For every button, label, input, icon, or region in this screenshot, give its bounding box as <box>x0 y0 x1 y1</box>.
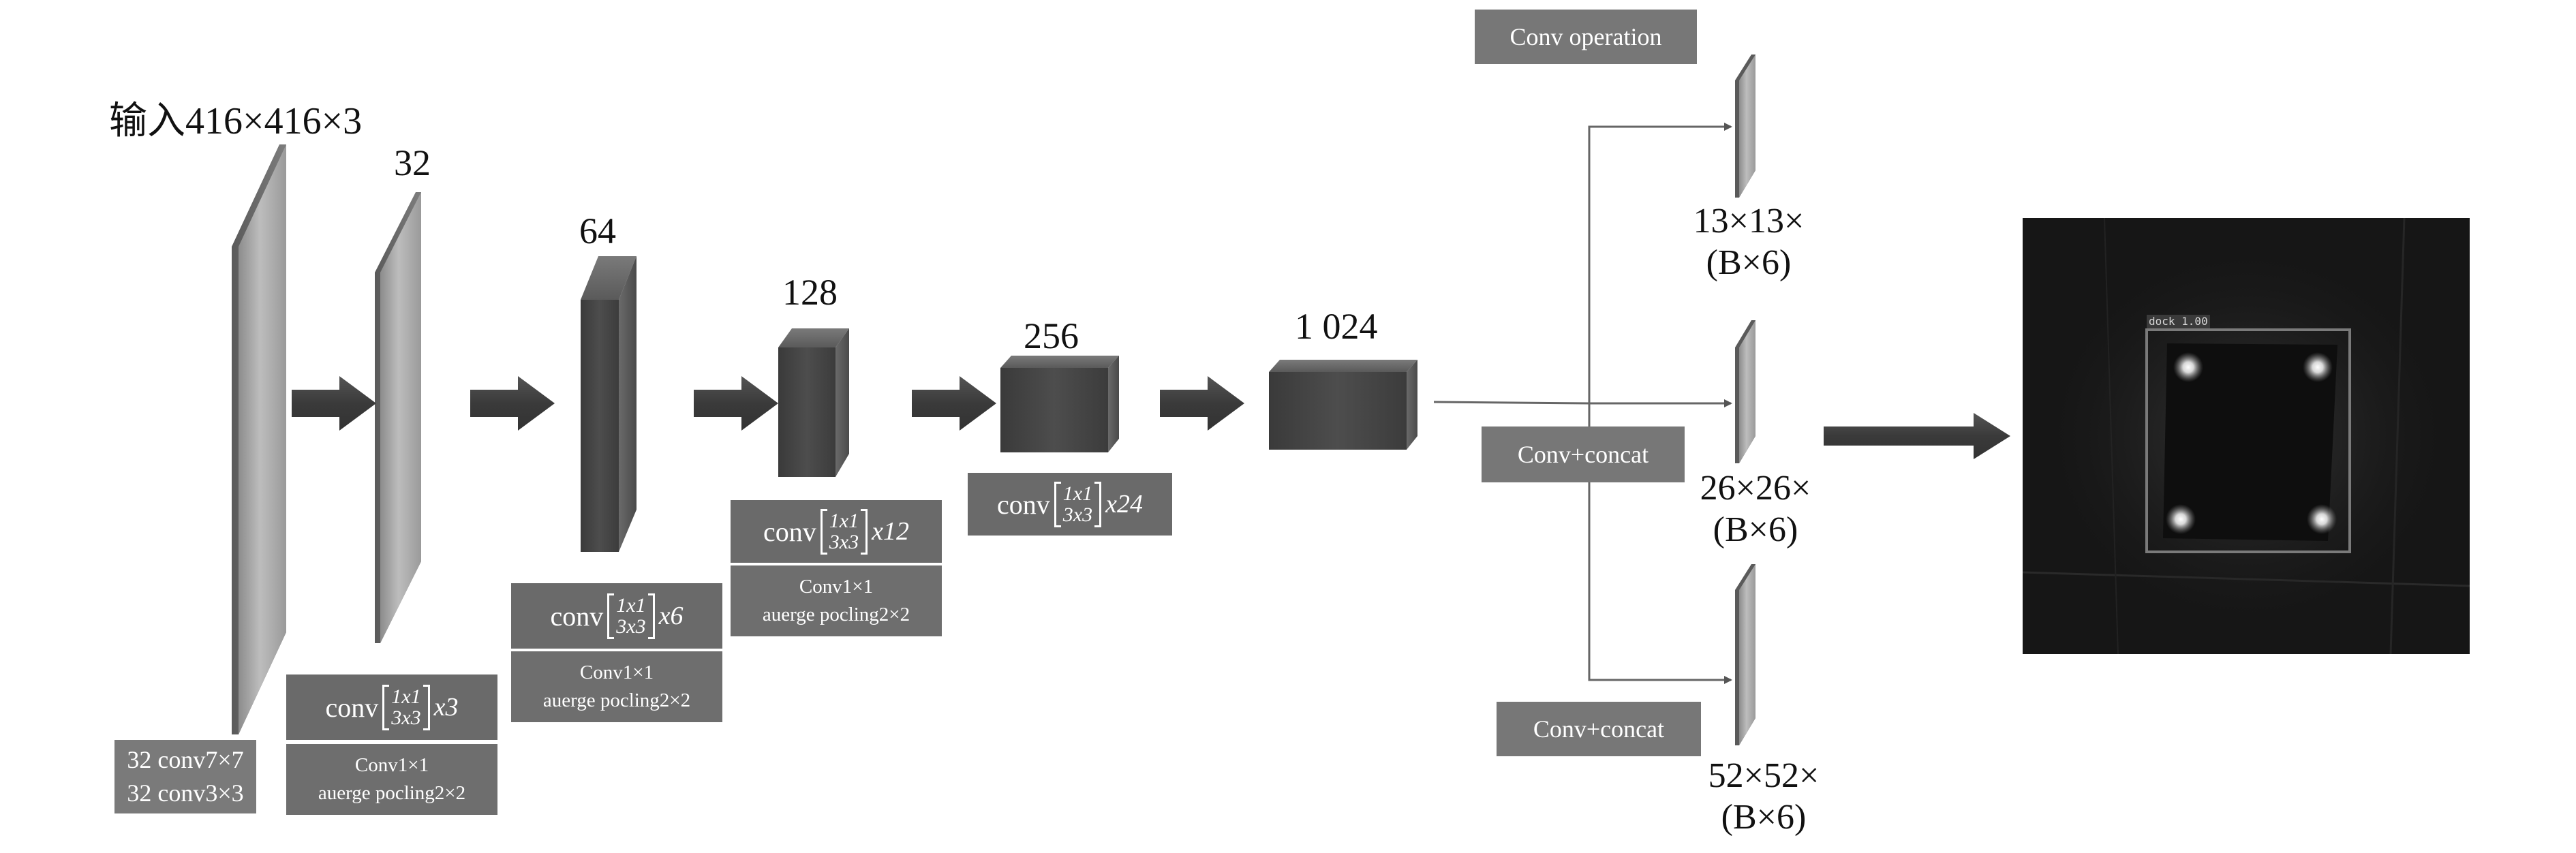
marker-light-tl <box>2173 352 2203 382</box>
kernel-1x1: 1x1 <box>1062 482 1093 505</box>
output-52-line1: 52×52× <box>1708 756 1820 795</box>
transition-pool: auerge pocling2×2 <box>762 604 910 625</box>
conv-word: conv <box>763 516 816 547</box>
output-26-line2: (B×6) <box>1713 510 1798 550</box>
marker-light-tr <box>2303 352 2333 382</box>
input-slab <box>232 144 286 734</box>
transition-conv: Conv1×1 <box>354 754 429 777</box>
stem-line-2: 32 conv3×3 <box>127 779 244 807</box>
transition-1: Conv1×1 auerge pocling2×2 <box>286 744 497 815</box>
kernel-1x1: 1x1 <box>829 509 859 532</box>
stage-arrow-4 <box>912 376 996 431</box>
result-arrow <box>1824 413 2010 459</box>
channel-label-64: 64 <box>579 211 616 251</box>
conv-word: conv <box>550 600 604 632</box>
transition-conv: Conv1×1 <box>799 576 874 598</box>
kernel-1x1: 1x1 <box>616 593 646 617</box>
stem-line-1: 32 conv7×7 <box>127 746 244 774</box>
output-label-52: 52×52× (B×6) <box>1689 755 1839 839</box>
output-26-line1: 26×26× <box>1700 469 1811 508</box>
kernel-3x3: 3x3 <box>829 531 859 553</box>
stage-arrow-5 <box>1160 376 1244 431</box>
transition-3: Conv1×1 auerge pocling2×2 <box>731 565 942 636</box>
channel-label-32: 32 <box>394 142 431 183</box>
kernel-3x3: 3x3 <box>616 615 646 638</box>
output-13-line1: 13×13× <box>1693 202 1805 241</box>
block-128 <box>778 328 849 477</box>
transition-2: Conv1×1 auerge pocling2×2 <box>511 651 722 722</box>
detection-result-image: dock 1.00 <box>2023 218 2470 654</box>
conv-operation-label: Conv operation <box>1475 10 1697 64</box>
block-1024 <box>1269 360 1417 450</box>
kernel-1x1: 1x1 <box>391 685 421 708</box>
stem-box: 32 conv7×7 32 conv3×3 <box>114 740 256 813</box>
conv-word: conv <box>325 692 379 723</box>
output-slab-52 <box>1735 564 1755 745</box>
slab-32 <box>375 192 421 643</box>
output-label-13: 13×13× (B×6) <box>1674 200 1824 284</box>
block-64 <box>581 256 637 552</box>
output-slab-13 <box>1735 55 1755 198</box>
bounding-box <box>2145 328 2351 553</box>
repeat-count: x12 <box>872 517 909 546</box>
output-13-line2: (B×6) <box>1706 243 1792 283</box>
detection-tag: dock 1.00 <box>2147 315 2210 328</box>
marker-light-bl <box>2166 504 2196 534</box>
output-52-line2: (B×6) <box>1721 798 1807 837</box>
channel-label-128: 128 <box>782 272 838 313</box>
input-label: 输入416×416×3 <box>109 100 363 142</box>
channel-label-256: 256 <box>1024 315 1079 356</box>
kernel-3x3: 3x3 <box>1062 503 1093 526</box>
transition-conv: Conv1×1 <box>579 662 654 684</box>
stage-arrow-2 <box>470 376 555 431</box>
conv-concat-label-upper: Conv+concat <box>1482 427 1685 482</box>
branch-lines <box>1433 123 1732 684</box>
stage-arrow-1 <box>292 376 376 431</box>
output-slab-26 <box>1735 320 1755 463</box>
repeat-count: x24 <box>1105 490 1143 518</box>
conv-concat-label-lower: Conv+concat <box>1497 702 1701 756</box>
channel-label-1024: 1 024 <box>1295 306 1378 347</box>
output-label-26: 26×26× (B×6) <box>1681 467 1830 551</box>
kernel-3x3: 3x3 <box>391 707 421 729</box>
repeat-count: x6 <box>658 602 684 630</box>
block-256 <box>1000 356 1119 452</box>
conv-word: conv <box>997 488 1050 520</box>
stage-arrow-3 <box>694 376 778 431</box>
transition-pool: auerge pocling2×2 <box>318 782 466 804</box>
repeat-count: x3 <box>433 693 459 722</box>
transition-pool: auerge pocling2×2 <box>542 689 691 711</box>
marker-light-br <box>2307 504 2337 534</box>
dock-plate <box>2163 343 2337 541</box>
detection-scene <box>2023 218 2470 654</box>
